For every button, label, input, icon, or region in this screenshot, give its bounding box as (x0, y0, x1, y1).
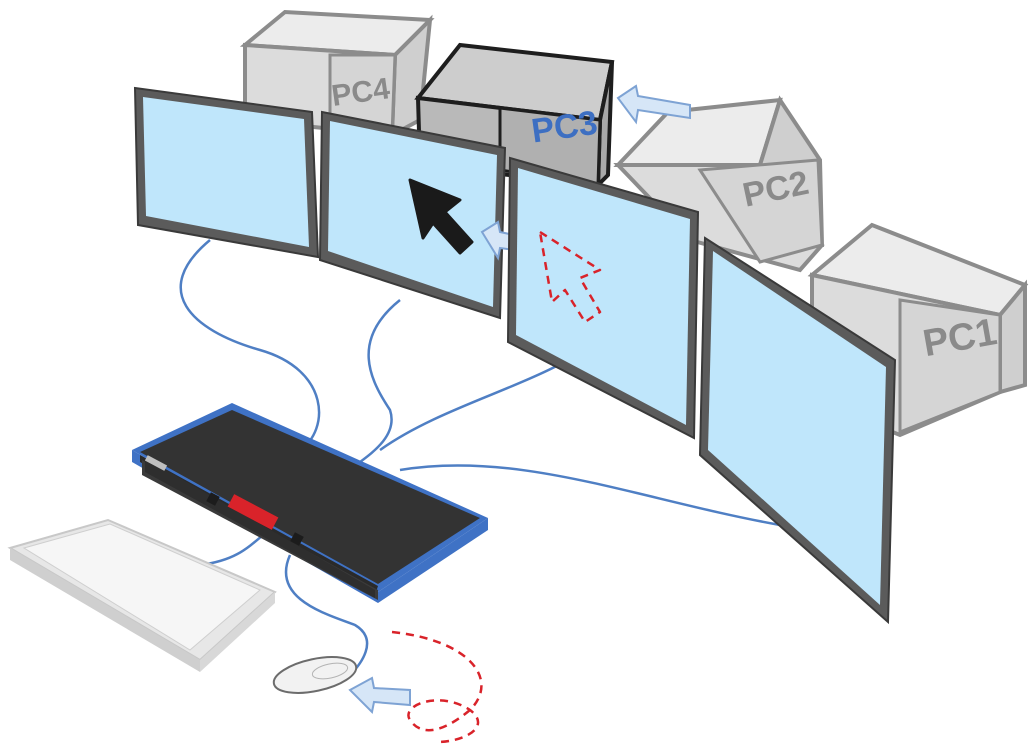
pc4-label: PC4 (329, 72, 392, 113)
kvm-display (227, 494, 279, 530)
mouse-move-arrow-icon (348, 676, 411, 715)
keyboard (7, 518, 277, 672)
kvm-switch (132, 403, 488, 603)
monitor-4 (698, 236, 897, 625)
mouse-move-path-icon (391, 630, 483, 744)
cable-monitor-4 (399, 464, 781, 527)
kvm-logo (144, 455, 168, 471)
pc3-label: PC3 (529, 104, 600, 151)
pc3-selection-arrow-icon (616, 84, 691, 125)
monitor-1 (133, 86, 320, 259)
ghost-cursor-icon (538, 230, 602, 324)
cable-mouse (284, 554, 369, 676)
mouse-cursor-icon (408, 178, 474, 255)
mouse (272, 656, 358, 694)
keyboard-keys (22, 523, 261, 651)
monitor-3 (506, 156, 700, 440)
cable-monitor-2 (349, 299, 401, 471)
cable-monitor-1 (179, 239, 321, 452)
pc3-tower: PC3 (414, 42, 615, 190)
kvm-button-left[interactable] (206, 492, 220, 506)
pc2-tower: PC2 (613, 95, 825, 273)
kvm-button-right[interactable] (290, 532, 304, 546)
